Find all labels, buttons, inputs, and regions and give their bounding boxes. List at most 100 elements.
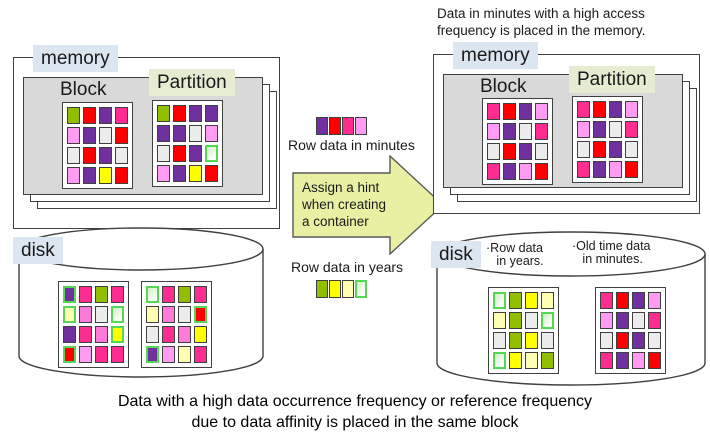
hint-arrow (292, 155, 444, 255)
data-cell (519, 123, 532, 140)
data-cell (189, 165, 202, 182)
data-cell (541, 312, 554, 329)
data-cell (63, 326, 76, 343)
row-data-years-strip (316, 280, 367, 298)
data-cell (509, 312, 522, 329)
data-cell (609, 101, 622, 118)
data-cell (355, 280, 367, 298)
left-partition-grid (152, 100, 223, 187)
data-cell (67, 127, 80, 144)
left-block-grid (62, 102, 133, 189)
data-cell (541, 332, 554, 349)
data-cell (178, 346, 191, 363)
data-cell (509, 332, 522, 349)
data-cell (67, 147, 80, 164)
data-cell (95, 306, 108, 323)
right-block-label: Block (480, 76, 527, 97)
data-cell (115, 127, 128, 144)
data-cell (95, 286, 108, 303)
data-cell (487, 103, 500, 120)
data-cell (616, 312, 629, 329)
data-cell (63, 306, 76, 323)
data-cell (541, 352, 554, 369)
data-cell (79, 286, 92, 303)
data-cell (577, 161, 590, 178)
data-cell (173, 125, 186, 142)
data-cell (342, 117, 354, 135)
data-cell (487, 163, 500, 180)
data-cell (503, 143, 516, 160)
data-cell (205, 165, 218, 182)
data-cell (648, 312, 661, 329)
left-disk-grid-1 (58, 281, 129, 368)
data-cell (178, 306, 191, 323)
data-cell (79, 346, 92, 363)
data-cell (329, 117, 341, 135)
data-cell (194, 286, 207, 303)
data-cell (157, 145, 170, 162)
data-cell (115, 147, 128, 164)
data-cell (525, 332, 538, 349)
top-right-caption: Data in minutes with a high access frequ… (437, 6, 646, 38)
data-cell (535, 103, 548, 120)
data-cell (194, 346, 207, 363)
row-data-years-label: Row data in years (291, 259, 404, 275)
data-cell (67, 107, 80, 124)
data-cell (625, 161, 638, 178)
hint-arrow-label: Assign a hint when creating a container (302, 180, 387, 229)
data-cell (509, 352, 522, 369)
data-cell (535, 143, 548, 160)
data-cell (525, 312, 538, 329)
row-data-minutes-label: Row data in minutes (288, 137, 415, 153)
data-cell (648, 292, 661, 309)
data-cell (648, 332, 661, 349)
data-cell (173, 145, 186, 162)
data-cell (600, 332, 613, 349)
data-cell (162, 326, 175, 343)
data-cell (503, 163, 516, 180)
data-cell (616, 352, 629, 369)
data-cell (519, 163, 532, 180)
data-cell (600, 312, 613, 329)
data-cell (95, 326, 108, 343)
data-cell (625, 101, 638, 118)
data-cell (99, 167, 112, 184)
data-cell (632, 352, 645, 369)
data-cell (593, 161, 606, 178)
data-cell (111, 346, 124, 363)
right-memory-label: memory (453, 42, 538, 69)
data-cell (355, 117, 367, 135)
data-cell (625, 141, 638, 158)
right-partition-grid (572, 96, 643, 183)
data-cell (205, 145, 218, 162)
data-cell (157, 165, 170, 182)
data-cell (115, 107, 128, 124)
data-cell (83, 167, 96, 184)
data-cell (535, 163, 548, 180)
data-cell (616, 332, 629, 349)
data-cell (541, 292, 554, 309)
data-cell (95, 346, 108, 363)
data-cell (115, 167, 128, 184)
data-cell (162, 306, 175, 323)
right-disk-minutes-grid (595, 287, 666, 374)
data-cell (99, 127, 112, 144)
data-cell (194, 326, 207, 343)
data-cell (205, 105, 218, 122)
data-cell (593, 121, 606, 138)
data-cell (111, 326, 124, 343)
right-disk-years-grid (488, 287, 559, 374)
left-memory-label: memory (33, 45, 118, 72)
data-cell (519, 103, 532, 120)
data-cell (535, 123, 548, 140)
data-cell (316, 280, 328, 298)
data-cell (616, 292, 629, 309)
data-cell (194, 306, 207, 323)
right-disk-bullet-minutes: ·Old time data in minutes. (572, 239, 651, 266)
data-cell (79, 326, 92, 343)
data-cell (503, 123, 516, 140)
data-cell (99, 107, 112, 124)
data-cell (342, 280, 354, 298)
data-cell (577, 121, 590, 138)
data-cell (99, 147, 112, 164)
